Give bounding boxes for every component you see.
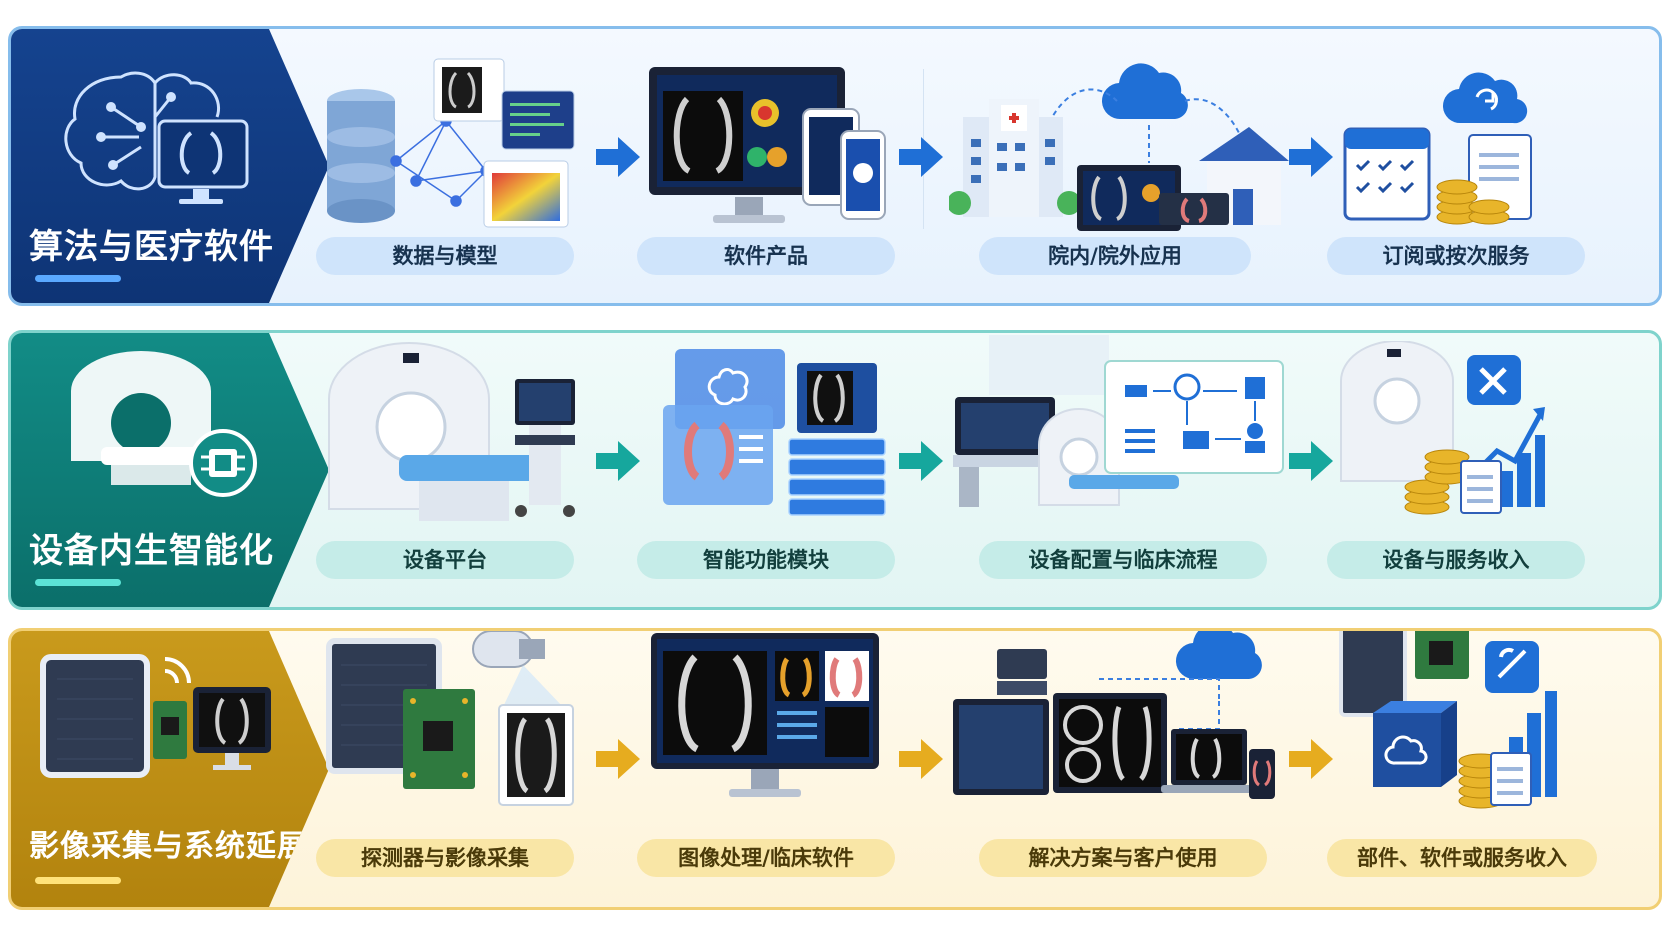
arrow-right-icon bbox=[1289, 137, 1333, 177]
row-title: 算法与医疗软件 bbox=[29, 227, 274, 267]
monitor-xray-icon bbox=[649, 67, 886, 223]
calendar-coins-icon bbox=[1343, 72, 1532, 225]
detector-wireless-icon bbox=[40, 654, 271, 778]
title-underline bbox=[35, 877, 121, 884]
step-pill: 智能功能模块 bbox=[637, 541, 895, 579]
solution-cloud-icon bbox=[953, 631, 1275, 799]
processing-monitor-icon bbox=[651, 633, 879, 797]
arrow-right-icon bbox=[596, 441, 640, 481]
arrow-right-icon bbox=[899, 441, 943, 481]
arrow-right-icon bbox=[899, 739, 943, 779]
mri-chip-icon bbox=[71, 351, 257, 497]
hospital-cloud-icon bbox=[949, 63, 1289, 231]
step-pill: 数据与模型 bbox=[316, 237, 574, 275]
step-pill: 探测器与影像采集 bbox=[316, 839, 574, 877]
arrow-right-icon bbox=[596, 137, 640, 177]
step-pill: 院内/院外应用 bbox=[979, 237, 1251, 275]
arrow-right-icon bbox=[596, 739, 640, 779]
title-underline bbox=[35, 579, 121, 586]
step-pill: 软件产品 bbox=[637, 237, 895, 275]
detector-board-icon bbox=[326, 631, 574, 806]
row-imaging-acquisition: 影像采集与系统延展 探测器与影像采集 图像处理/临床软件 bbox=[8, 628, 1662, 910]
step-pill: 解决方案与客户使用 bbox=[979, 839, 1267, 877]
step-pill: 设备平台 bbox=[316, 541, 574, 579]
row-header: 算法与医疗软件 bbox=[11, 29, 329, 303]
row-header: 设备内生智能化 bbox=[11, 333, 329, 607]
step-pill: 图像处理/临床软件 bbox=[637, 839, 895, 877]
row-header: 影像采集与系统延展 bbox=[11, 631, 329, 907]
database-icon bbox=[327, 58, 575, 228]
clinical-workflow-icon bbox=[953, 335, 1284, 507]
arrow-right-icon bbox=[1289, 441, 1333, 481]
parts-revenue-icon bbox=[1339, 631, 1557, 809]
row-algorithm-software: 算法与医疗软件 数据与模型 bbox=[8, 26, 1662, 306]
arrow-right-icon bbox=[1289, 739, 1333, 779]
ai-module-icon bbox=[663, 349, 886, 516]
arrow-right-icon bbox=[899, 137, 943, 177]
row-title: 影像采集与系统延展 bbox=[29, 829, 308, 864]
row-device-intelligence: 设备内生智能化 设备平台 智能功能模块 bbox=[8, 330, 1662, 610]
step-pill: 订阅或按次服务 bbox=[1327, 237, 1585, 275]
step-pill: 设备与服务收入 bbox=[1327, 541, 1585, 579]
revenue-chart-icon bbox=[1340, 341, 1545, 515]
title-underline bbox=[35, 275, 121, 282]
row-title: 设备内生智能化 bbox=[29, 531, 274, 571]
step-pill: 部件、软件或服务收入 bbox=[1327, 839, 1597, 877]
step-pill: 设备配置与临床流程 bbox=[979, 541, 1267, 579]
brain-circuit-icon bbox=[64, 71, 249, 204]
ct-scanner-icon bbox=[328, 342, 575, 521]
